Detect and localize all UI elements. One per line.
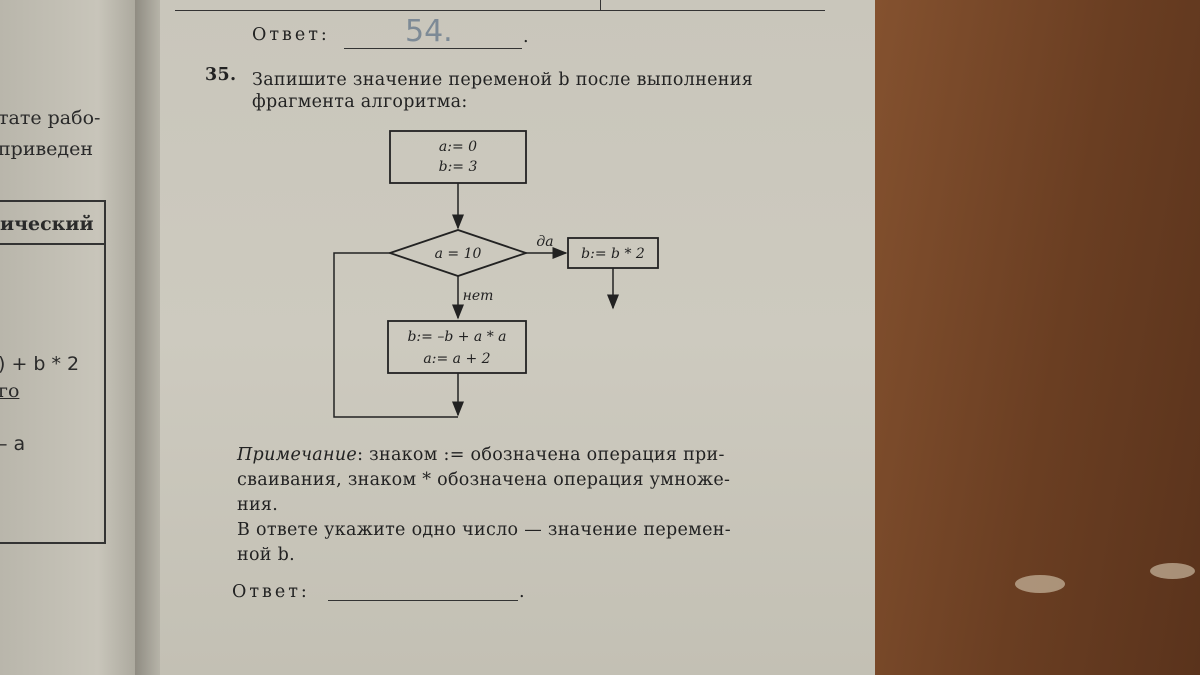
prev-task-table [175, 0, 825, 11]
init-a-text: a:= 0 [439, 139, 477, 155]
left-table-text: го [0, 380, 20, 402]
left-table-header: ический [0, 213, 94, 235]
yes-action-text: b:= b * 2 [581, 246, 645, 262]
note-line: В ответе укажите одно число — значение п… [237, 520, 731, 540]
note-text: : знаком := обозначена операция при- [357, 445, 725, 465]
note-line: сваивания, знаком * обозначена операция … [237, 470, 731, 490]
algorithm-flowchart: a:= 0 b:= 3 a = 10 да b:= b * 2 нет b:= … [333, 130, 659, 418]
loop-body-block [387, 320, 527, 374]
note-line: Примечание: знаком := обозначена операци… [237, 445, 725, 465]
no-label: нет [463, 288, 494, 304]
left-text-line: тате рабо- [0, 107, 101, 129]
prev-answer-handwritten: 54. [405, 14, 453, 49]
left-table-text: ) + b * 2 [0, 353, 80, 375]
prev-answer-dot: . [523, 27, 529, 47]
answer-label: Ответ: [232, 582, 310, 602]
table-spot [1150, 563, 1195, 579]
left-table-text: – a [0, 433, 26, 455]
note-line: ния. [237, 495, 279, 515]
left-table [0, 200, 106, 544]
yes-label: да [536, 234, 553, 250]
right-page [160, 0, 875, 675]
note-label: Примечание [237, 445, 358, 465]
loop-a-text: a:= a + 2 [423, 351, 490, 367]
prev-task-table-divider [600, 0, 601, 10]
wooden-table [820, 0, 1200, 675]
left-page: тате рабо- приведен ический ) + b * 2 го… [0, 0, 140, 675]
answer-dot: . [519, 582, 525, 602]
note-line: ной b. [237, 545, 295, 565]
task-text-line: фрагмента алгоритма: [252, 92, 468, 112]
left-text-line: приведен [0, 138, 94, 160]
task-text-line: Запишите значение переменой b после выпо… [252, 70, 754, 90]
loop-back-line [333, 252, 458, 418]
answer-field[interactable] [328, 580, 518, 601]
prev-answer-line [344, 22, 522, 49]
prev-answer-label: Ответ: [252, 25, 330, 45]
loop-b-text: b:= –b + a * a [407, 329, 506, 345]
init-b-text: b:= 3 [439, 159, 478, 175]
left-table-divider [0, 243, 104, 245]
condition-text: a = 10 [435, 246, 482, 262]
table-spot [1015, 575, 1065, 593]
task-number: 35. [205, 65, 237, 85]
